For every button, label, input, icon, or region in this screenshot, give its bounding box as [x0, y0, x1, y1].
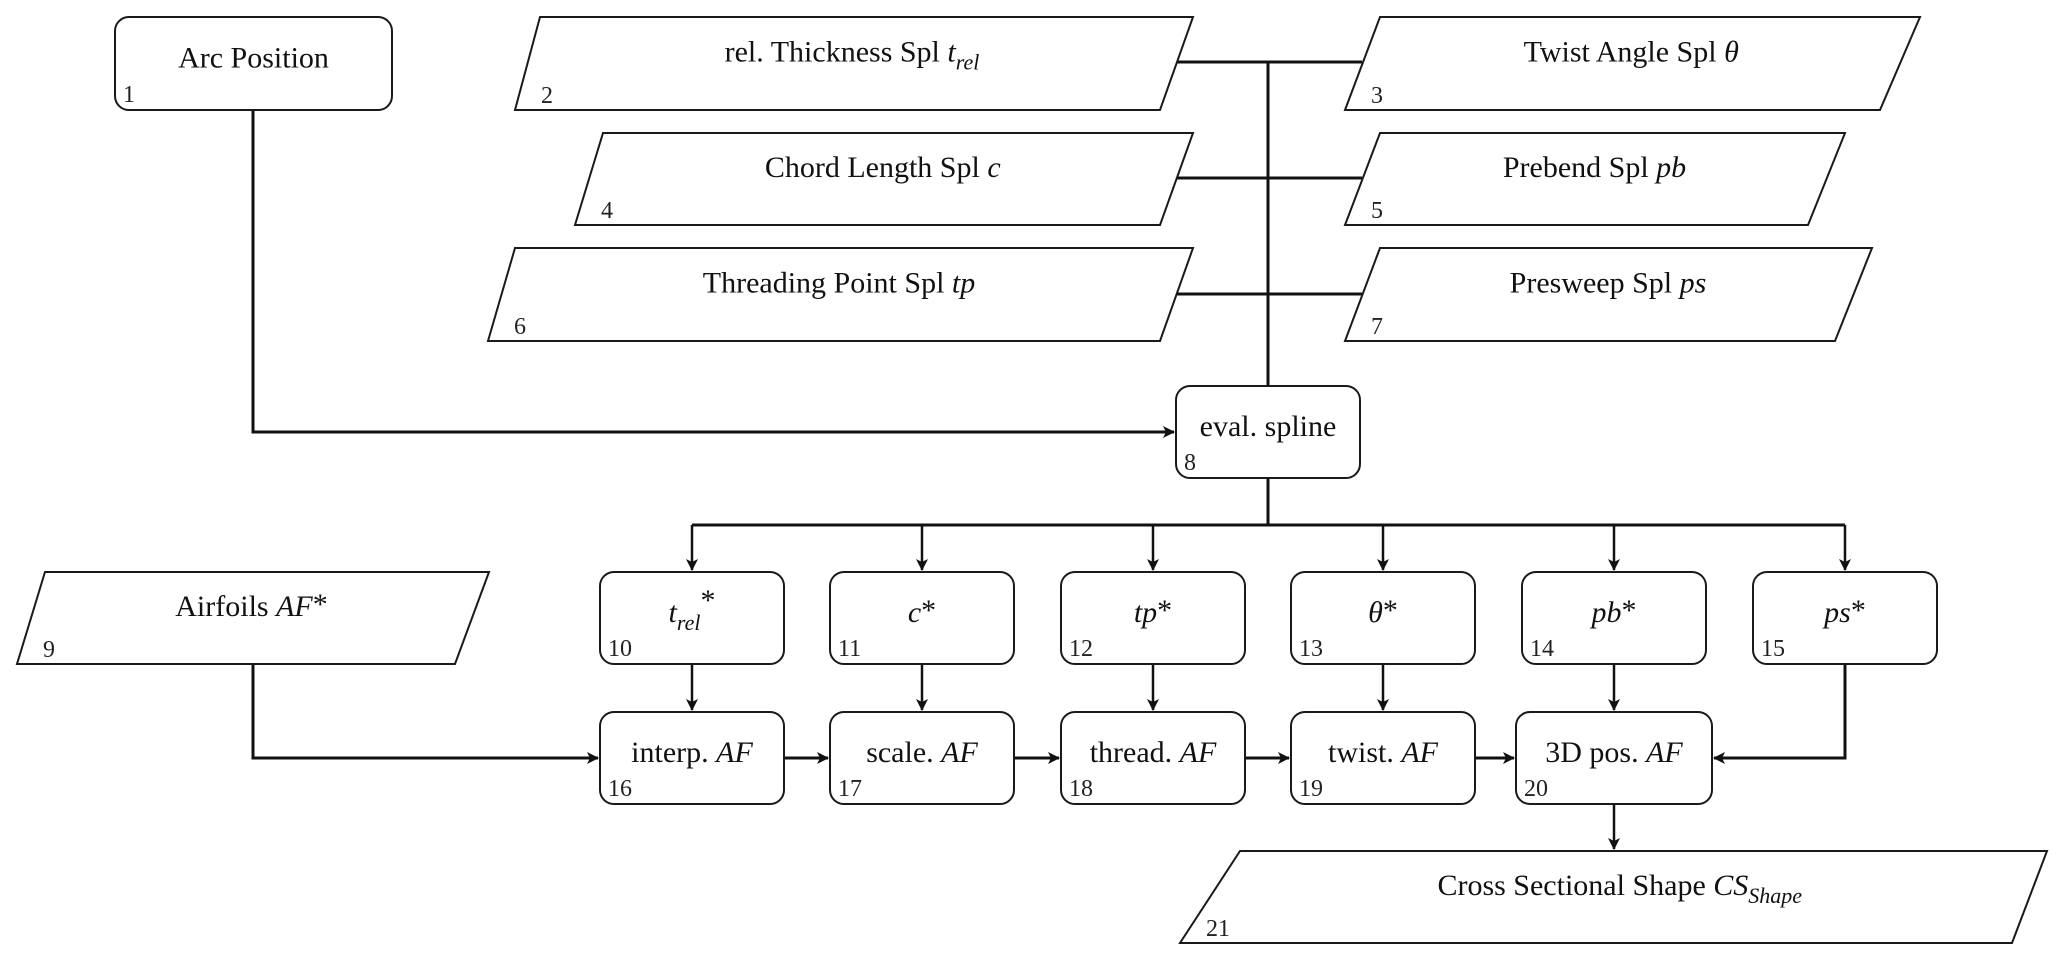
node-label: Presweep Spl ps — [1510, 267, 1707, 300]
node-4: Chord Length Spl c 4 — [573, 132, 1195, 226]
node-label: pb* — [1590, 594, 1637, 629]
node-label: scale. AF — [866, 736, 978, 769]
node-13: θ* 13 — [1290, 571, 1476, 665]
process-box — [1515, 711, 1713, 805]
node-11: c* 11 — [829, 571, 1015, 665]
process-box — [114, 16, 393, 111]
process-box — [1521, 571, 1707, 665]
node-label: eval. spline — [1200, 410, 1337, 443]
node-14: pb* 14 — [1521, 571, 1707, 665]
node-label: interp. AF — [631, 736, 753, 769]
node-15: ps* 15 — [1752, 571, 1938, 665]
node-3: Twist Angle Spl θ 3 — [1343, 16, 1922, 111]
node-number: 3 — [1371, 83, 1383, 109]
node-number: 21 — [1206, 916, 1230, 942]
node-5: Prebend Spl pb 5 — [1343, 132, 1847, 226]
data-parallelogram — [486, 247, 1195, 342]
node-label: c* — [908, 594, 936, 629]
node-10: trel* 10 — [599, 571, 785, 665]
nodes: Arc Position 1 rel. Thickness Spl trel 2 Twi… — [15, 16, 2049, 944]
node-label: 3D pos. AF — [1545, 736, 1683, 769]
node-label: twist. AF — [1328, 736, 1439, 769]
node-number: 14 — [1530, 636, 1554, 662]
node-number: 18 — [1069, 776, 1093, 802]
node-label: θ* — [1368, 594, 1398, 629]
data-parallelogram — [1343, 132, 1847, 226]
node-label: trel* — [669, 584, 716, 635]
process-box — [599, 571, 785, 665]
edge-15-to-20 — [1713, 664, 1847, 764]
node-number: 20 — [1524, 776, 1548, 802]
node-6: Threading Point Spl tp 6 — [486, 247, 1195, 342]
process-box — [1290, 571, 1476, 665]
node-number: 6 — [514, 314, 526, 340]
process-box — [1175, 385, 1361, 479]
node-number: 2 — [541, 83, 553, 109]
process-box — [829, 711, 1015, 805]
node-number: 5 — [1371, 198, 1383, 224]
process-box — [1060, 571, 1246, 665]
node-label: thread. AF — [1090, 736, 1217, 769]
process-box — [1060, 711, 1246, 805]
node-number: 9 — [43, 637, 55, 663]
node-16: interp. AF 16 — [599, 711, 785, 805]
process-box — [829, 571, 1015, 665]
node-label: Twist Angle Spl θ — [1524, 36, 1739, 69]
node-21: Cross Sectional Shape CSShape 21 — [1178, 850, 2049, 944]
data-parallelogram — [1343, 247, 1874, 342]
node-9: Airfoils AF* 9 — [15, 571, 491, 665]
data-parallelogram — [1178, 850, 2049, 944]
node-label: Chord Length Spl c — [765, 151, 1001, 184]
node-number: 13 — [1299, 636, 1323, 662]
node-label: tp* — [1134, 594, 1172, 629]
node-number: 19 — [1299, 776, 1323, 802]
process-box — [1290, 711, 1476, 805]
node-number: 15 — [1761, 636, 1785, 662]
process-box — [599, 711, 785, 805]
node-number: 1 — [123, 82, 135, 108]
node-number: 4 — [601, 198, 613, 224]
node-label: Prebend Spl pb — [1503, 151, 1686, 184]
node-1: Arc Position 1 — [114, 16, 393, 111]
node-label: Cross Sectional Shape CSShape — [1437, 869, 1802, 908]
node-number: 8 — [1184, 450, 1196, 476]
node-7: Presweep Spl ps 7 — [1343, 247, 1874, 342]
data-parallelogram — [573, 132, 1195, 226]
edges — [251, 60, 1851, 850]
node-2: rel. Thickness Spl trel 2 — [513, 16, 1195, 111]
node-number: 17 — [838, 776, 862, 802]
data-parallelogram — [1343, 16, 1922, 111]
edge-9-to-16 — [251, 664, 599, 764]
process-box — [1752, 571, 1938, 665]
node-label: Threading Point Spl tp — [703, 267, 976, 300]
edge-1-to-8 — [251, 110, 1175, 438]
data-parallelogram — [513, 16, 1195, 111]
node-label: Arc Position — [178, 42, 329, 75]
data-parallelogram — [15, 571, 491, 665]
node-number: 7 — [1371, 314, 1383, 340]
node-number: 11 — [838, 636, 861, 662]
node-18: thread. AF 18 — [1060, 711, 1246, 805]
node-number: 12 — [1069, 636, 1093, 662]
node-20: 3D pos. AF 20 — [1515, 711, 1713, 805]
node-number: 16 — [608, 776, 632, 802]
node-label: ps* — [1822, 594, 1866, 629]
node-label: rel. Thickness Spl trel — [725, 36, 980, 75]
node-number: 10 — [608, 636, 632, 662]
node-label: Airfoils AF* — [175, 588, 327, 623]
node-12: tp* 12 — [1060, 571, 1246, 665]
